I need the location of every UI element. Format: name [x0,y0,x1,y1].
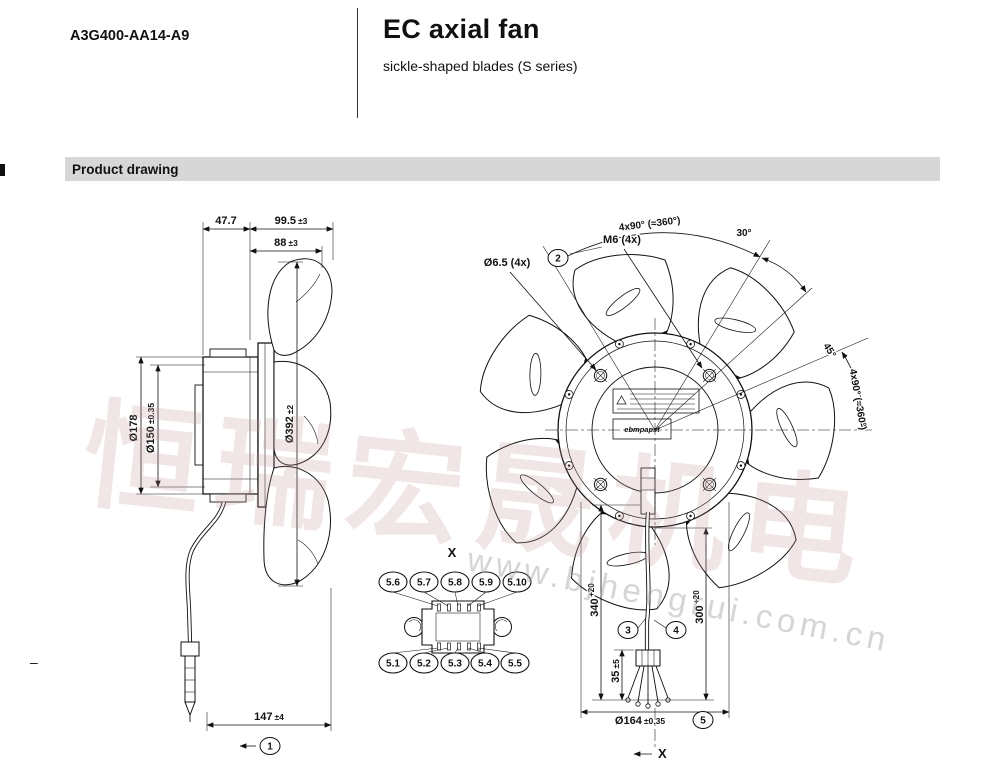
svg-text:5.8: 5.8 [448,578,462,589]
dim-35: 35±5 [610,659,622,683]
fan-blade [267,258,333,356]
svg-text:5: 5 [700,716,706,727]
callout-1: 1 [259,737,281,755]
pin-callout: 5.7 [409,571,439,593]
section-bar: Product drawing [65,157,940,181]
front-view: ebmpapst [466,214,872,762]
rating-label [612,388,700,414]
svg-text:5.5: 5.5 [508,659,522,670]
section-title: Product drawing [72,161,179,177]
dim-340: 340+20 [587,583,601,617]
callout-2: 2 [547,249,569,267]
side-view-geometry [180,258,333,722]
warning-triangle-icon [616,395,627,405]
svg-text:5.7: 5.7 [417,578,431,589]
svg-text:5.6: 5.6 [386,578,400,589]
logo-plate [612,418,672,440]
pin-callout: 5.3 [440,652,470,674]
pin-callout: 5.5 [500,652,530,674]
power-cable [185,501,227,643]
dim-300: 300+20 [692,590,706,624]
cable-plug [180,641,200,657]
cable-gland [640,467,656,515]
dim-47-7: 47.7 [215,215,236,227]
pin-callout: 5.2 [409,652,439,674]
model-number: A3G400-AA14-A9 [70,28,190,44]
side-view: 47.7 99.5±3 88±3 Ø178 Ø150±0.35 Ø392±2 1… [127,214,334,755]
svg-text:5.9: 5.9 [479,578,493,589]
svg-text:2: 2 [555,254,561,265]
pin-callout: 5.9 [471,571,501,593]
connector-detail: X [378,544,532,674]
svg-text:5.4: 5.4 [478,659,492,670]
fan-blade [273,360,332,466]
dim-88: 88±3 [274,237,298,249]
dim-arc-top: 4x90° (≈360°) [618,215,681,233]
pin-callout: 5.6 [378,571,408,593]
side-view-dimensions: 47.7 99.5±3 88±3 Ø178 Ø150±0.35 Ø392±2 1… [127,214,334,755]
pin-callouts-bottom: 5.1 5.2 5.3 5.4 5.5 [378,652,530,674]
brand-logo: ebmpapst [624,425,660,434]
pin-callouts-top: 5.6 5.7 5.8 5.9 5.10 [378,571,532,593]
front-cable [625,511,671,709]
svg-text:5.2: 5.2 [417,659,431,670]
pin-callout: 5.10 [502,571,532,593]
callout-3: 3 [617,617,647,639]
mounting-bracket-top [209,348,247,358]
pin-leaders [392,591,518,654]
dim-m6: M6 (4x) [603,234,641,246]
front-view-dimensions: 340+20 300+20 35±5 3 4 Ø164±0.35 5 [580,502,730,762]
dim-99-5: 99.5±3 [275,215,308,227]
svg-text:5.10: 5.10 [507,578,527,589]
connector-housing [404,600,512,654]
detail-label-x: X [448,545,457,560]
callout-4: 4 [653,619,687,639]
motor-body [202,356,259,495]
svg-text:4: 4 [673,626,679,637]
dim-392: Ø392±2 [284,405,296,444]
svg-text:1: 1 [267,742,273,753]
front-view-annotations: 4x90° (≈360°) 30° M6 (4x) Ø6.5 (4x) 2 45… [482,214,869,432]
svg-text:3: 3 [625,626,631,637]
dim-164: Ø164±0.35 [615,715,665,727]
pin-callout: 5.1 [378,652,408,674]
page-edge-mark [0,164,5,176]
header-divider [357,8,358,118]
dim-arc-right: 4x90° (≈360°) [847,368,869,431]
page-subtitle: sickle-shaped blades (S series) [383,58,578,74]
dim-150: Ø150±0.35 [145,403,157,453]
motor-rear-box [194,384,204,466]
pin-callout: 5.4 [470,652,500,674]
dim-147: 147±4 [254,711,284,723]
mounting-bracket-bottom [209,493,247,503]
margin-dash: – [30,654,38,670]
dim-hole-6-5: Ø6.5 (4x) [484,257,531,269]
dim-178: Ø178 [128,415,140,442]
svg-text:5.1: 5.1 [386,659,400,670]
svg-text:5.3: 5.3 [448,659,462,670]
pin-callout: 5.8 [440,571,470,593]
section-ref-x: X [658,746,667,761]
dim-angle-30: 30° [736,228,751,239]
callout-5: 5 [692,711,714,729]
page-title: EC axial fan [383,14,540,44]
